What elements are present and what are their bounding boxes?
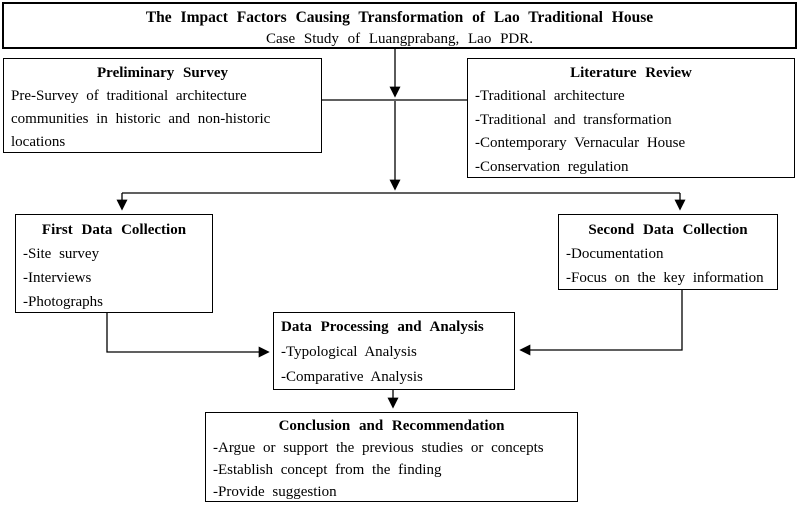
arrow-first-data-to-processing bbox=[106, 313, 270, 358]
box-second-data-collection: Second Data Collection -Documentation -F… bbox=[558, 214, 778, 290]
list-item: -Interviews bbox=[23, 270, 92, 286]
box-first-data-collection: First Data Collection -Site survey -Inte… bbox=[15, 214, 213, 313]
list-item: -Typological Analysis bbox=[281, 344, 417, 360]
box-header: Data Processing and Analysis bbox=[281, 319, 484, 335]
box-header: First Data Collection bbox=[41, 222, 187, 238]
list-item: -Argue or support the previous studies o… bbox=[213, 440, 544, 456]
list-item: -Traditional architecture bbox=[475, 88, 625, 105]
arrow-second-data-to-processing bbox=[519, 290, 683, 356]
box-preliminary-survey: Preliminary Survey Pre-Survey of traditi… bbox=[3, 58, 322, 153]
list-item: -Site survey bbox=[23, 246, 100, 262]
list-item: -Establish concept from the finding bbox=[213, 462, 442, 478]
list-item: -Focus on the key information bbox=[566, 270, 764, 286]
box-conclusion-recommendation: Conclusion and Recommendation -Argue or … bbox=[205, 412, 578, 502]
list-item: -Traditional and transformation bbox=[475, 111, 672, 128]
box-literature-review: Literature Review -Traditional architect… bbox=[467, 58, 795, 178]
box-header: Literature Review bbox=[570, 65, 692, 81]
list-item: -Provide suggestion bbox=[213, 484, 337, 500]
list-item: -Contemporary Vernacular House bbox=[475, 135, 686, 152]
box-header: Preliminary Survey bbox=[97, 65, 228, 81]
list-item: -Photographs bbox=[23, 294, 103, 310]
list-item: -Comparative Analysis bbox=[281, 369, 423, 385]
list-item: -Conservation regulation bbox=[475, 158, 629, 175]
box-body-text: Pre-Survey of traditional architecture c… bbox=[11, 88, 271, 150]
title-box: The Impact Factors Causing Transformatio… bbox=[2, 2, 797, 49]
box-header: Conclusion and Recommendation bbox=[278, 418, 505, 434]
box-header: Second Data Collection bbox=[588, 222, 748, 238]
diagram-title: The Impact Factors Causing Transformatio… bbox=[145, 9, 654, 26]
list-item: -Documentation bbox=[566, 246, 664, 262]
diagram-subtitle: Case Study of Luangprabang, Lao PDR. bbox=[265, 30, 534, 47]
box-data-processing-analysis: Data Processing and Analysis -Typologica… bbox=[273, 312, 515, 390]
